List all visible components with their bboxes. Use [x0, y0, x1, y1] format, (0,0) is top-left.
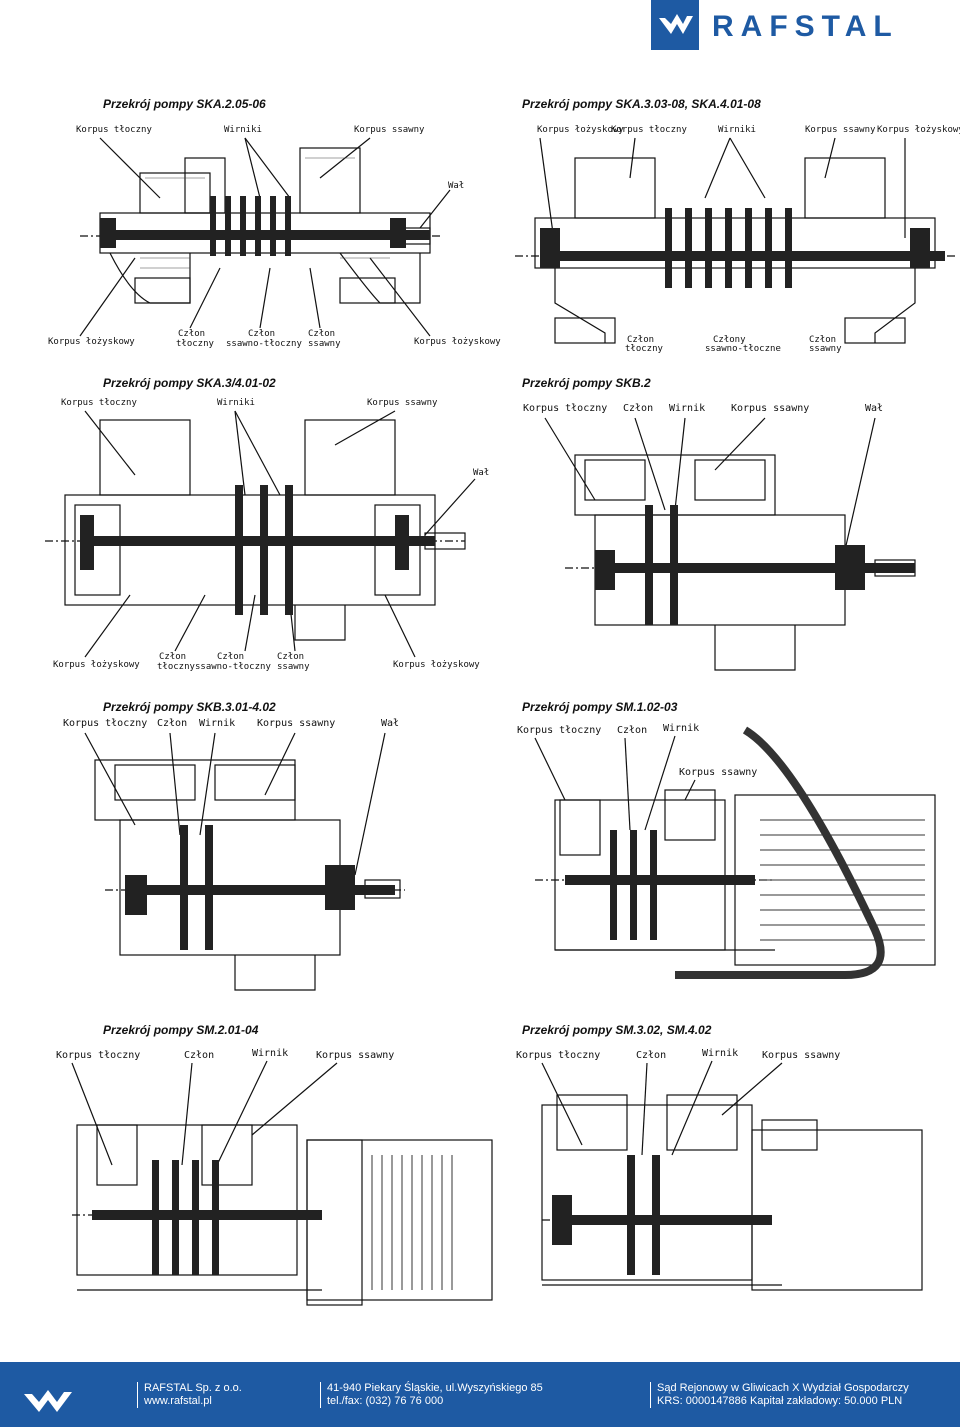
label-ssawny: ssawny — [277, 662, 310, 672]
label-ssawny: ssawny — [308, 339, 341, 349]
label-korpus-tloczny: Korpus tłoczny — [516, 1050, 601, 1061]
label-korpus-ssawny: Korpus ssawny — [805, 125, 876, 135]
label-czlon: Człon — [623, 403, 654, 414]
pump-section-drawing-skb2: Korpus tłoczny Człon Wirnik Korpus ssawn… — [515, 400, 955, 680]
pump-section-drawing-ska2: Korpus tłoczny Wirniki Korpus ssawny Wał… — [40, 118, 501, 350]
label-czlon: Człon — [157, 718, 188, 729]
label-tloczny: tłoczny — [176, 339, 214, 349]
footer-phone: tel./fax: (032) 76 76 000 — [327, 1395, 444, 1407]
pump-section-drawing-sm1: Korpus tłoczny Człon Wirnik Korpus ssawn… — [515, 720, 955, 1005]
label-czlon: Człon — [159, 652, 187, 662]
pump-section-drawing-ska34-0102: Korpus tłoczny Wirniki Korpus ssawny Wał… — [45, 395, 500, 675]
footer-company: RAFSTAL Sp. z o.o. — [144, 1382, 242, 1394]
footer-court: Sąd Rejonowy w Gliwicach X Wydział Gospo… — [657, 1382, 909, 1394]
label-tloczny: tłoczny — [625, 344, 663, 354]
label-czlon: Człon — [184, 1050, 215, 1061]
caption-sm1: Przekrój pompy SM.1.02-03 — [522, 700, 678, 714]
footer-address-block: 41-940 Piekary Śląskie, ul.Wyszyńskiego … — [320, 1382, 543, 1408]
pump-section-drawing-skb3: Korpus tłoczny Człon Wirnik Korpus ssawn… — [55, 715, 500, 1000]
label-wirniki: Wirniki — [224, 125, 262, 135]
label-wal: Wał — [448, 181, 465, 191]
caption-ska34-0102: Przekrój pompy SKA.3/4.01-02 — [103, 376, 276, 390]
label-korpus-ssawny: Korpus ssawny — [367, 398, 438, 408]
label-korpus-ssawny: Korpus ssawny — [257, 718, 336, 729]
label-wirniki: Wirniki — [718, 125, 756, 135]
footer-address: 41-940 Piekary Śląskie, ul.Wyszyńskiego … — [327, 1382, 543, 1394]
label-wal: Wał — [473, 468, 490, 478]
caption-skb2: Przekrój pompy SKB.2 — [522, 376, 651, 390]
label-korpus-ssawny: Korpus ssawny — [679, 767, 758, 778]
label-czlon: Człon — [178, 329, 206, 339]
pump-section-drawing-sm2: Korpus tłoczny Człon Wirnik Korpus ssawn… — [52, 1045, 500, 1310]
label-czlon: Człon — [636, 1050, 667, 1061]
label-wal: Wał — [381, 718, 400, 729]
caption-ska3-4: Przekrój pompy SKA.3.03-08, SKA.4.01-08 — [522, 97, 761, 111]
footer-bar: RAFSTAL Sp. z o.o. www.rafstal.pl 41-940… — [0, 1362, 960, 1427]
label-wirnik: Wirnik — [199, 718, 236, 729]
label-korpus-tloczny: Korpus tłoczny — [56, 1050, 141, 1061]
footer-company-block: RAFSTAL Sp. z o.o. www.rafstal.pl — [137, 1382, 242, 1408]
label-czlon: Człon — [217, 652, 245, 662]
label-korpus-tloczny: Korpus tłoczny — [517, 725, 602, 736]
label-ssawny: ssawny — [809, 344, 842, 354]
label-ssawno-tloczny: ssawno-tłoczny — [195, 662, 271, 672]
label-czlony: Człony — [713, 335, 746, 345]
label-tloczny: tłoczny — [157, 662, 195, 672]
label-korpus-lozyskowy: Korpus łożyskowy — [393, 660, 480, 670]
label-korpus-lozyskowy: Korpus łożyskowy — [414, 337, 501, 347]
pump-section-drawing-sm3-4: Korpus tłoczny Człon Wirnik Korpus ssawn… — [512, 1045, 955, 1310]
label-ssawno-tloczny: ssawno-tłoczny — [226, 339, 302, 349]
label-korpus-lozyskowy: Korpus łożyskowy — [537, 125, 624, 135]
label-wirnik: Wirnik — [702, 1048, 739, 1059]
caption-ska2: Przekrój pompy SKA.2.05-06 — [103, 97, 266, 111]
label-korpus-tloczny: Korpus tłoczny — [523, 403, 608, 414]
brand-name: RAFSTAL — [712, 10, 899, 43]
label-korpus-lozyskowy: Korpus łożyskowy — [53, 660, 140, 670]
rafstal-logo-icon — [651, 0, 699, 50]
label-czlon: Człon — [617, 725, 648, 736]
label-czlon: Człon — [809, 335, 837, 345]
label-ssawno-tloczne: ssawno-tłoczne — [705, 344, 781, 354]
label-wal: Wał — [865, 403, 884, 414]
label-korpus-tloczny: Korpus tłoczny — [76, 125, 152, 135]
footer-registry-block: Sąd Rejonowy w Gliwicach X Wydział Gospo… — [650, 1382, 909, 1408]
label-korpus-ssawny: Korpus ssawny — [762, 1050, 841, 1061]
label-czlon: Człon — [627, 335, 655, 345]
caption-sm2: Przekrój pompy SM.2.01-04 — [103, 1023, 259, 1037]
label-korpus-tloczny: Korpus tłoczny — [61, 398, 137, 408]
pump-section-drawing-ska3-4: Korpus łożyskowy Korpus tłoczny Wirniki … — [515, 118, 960, 354]
label-wirnik: Wirnik — [252, 1048, 289, 1059]
caption-sm3-4: Przekrój pompy SM.3.02, SM.4.02 — [522, 1023, 712, 1037]
label-korpus-tloczny: Korpus tłoczny — [611, 125, 687, 135]
label-korpus-ssawny: Korpus ssawny — [316, 1050, 395, 1061]
label-wirnik: Wirnik — [663, 723, 700, 734]
rafstal-footer-logo-icon — [14, 1382, 84, 1422]
label-korpus-tloczny: Korpus tłoczny — [63, 718, 148, 729]
label-wirniki: Wirniki — [217, 398, 255, 408]
footer-web-link[interactable]: www.rafstal.pl — [144, 1395, 212, 1407]
label-korpus-ssawny: Korpus ssawny — [354, 125, 425, 135]
label-korpus-lozyskowy: Korpus łożyskowy — [48, 337, 135, 347]
label-czlon: Człon — [308, 329, 336, 339]
label-wirnik: Wirnik — [669, 403, 706, 414]
caption-skb3: Przekrój pompy SKB.3.01-4.02 — [103, 700, 276, 714]
label-korpus-ssawny: Korpus ssawny — [731, 403, 810, 414]
label-czlon: Człon — [248, 329, 276, 339]
label-czlon: Człon — [277, 652, 305, 662]
footer-krs: KRS: 0000147886 Kapitał zakładowy: 50.00… — [657, 1395, 903, 1407]
label-korpus-lozyskowy: Korpus łożyskowy — [877, 125, 960, 135]
